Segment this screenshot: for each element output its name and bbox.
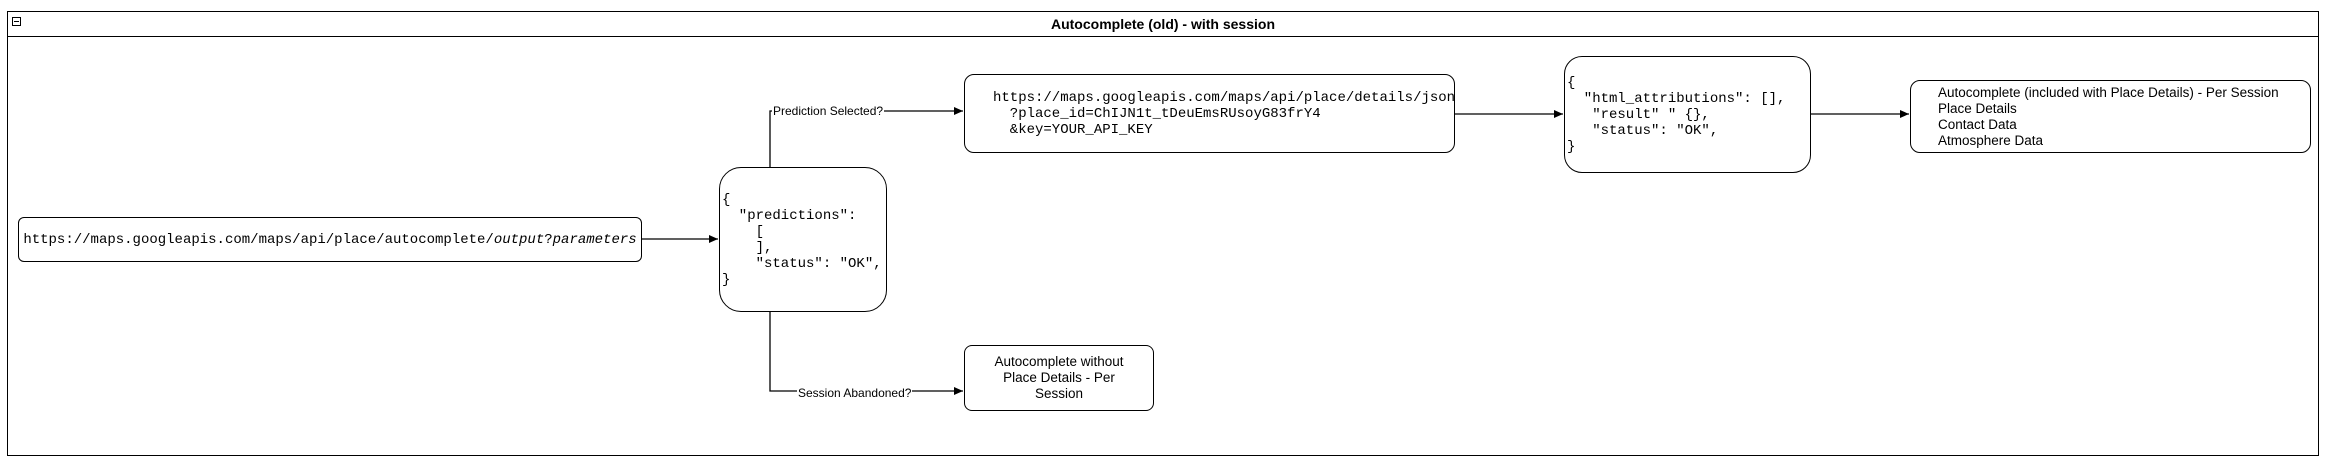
edge-predictions-to-abandoned [769,312,963,395]
node-sku-list: Autocomplete (included with Place Detail… [1910,80,2311,153]
sku-line: Place Details [1938,100,2017,116]
node-predictions-response: { "predictions": [ ], "status": "OK", } [719,167,887,312]
sku-line: Contact Data [1938,116,2017,132]
abandoned-sku-text: Autocomplete without Place Details - Per… [994,354,1124,401]
node-details-response: { "html_attributions": [], "result" " {}… [1564,56,1811,173]
diagram-title: Autocomplete (old) - with session [1050,16,1275,32]
details-json: { "html_attributions": [], "result" " {}… [1567,74,1786,155]
edge-predictions-to-details-request [769,107,963,167]
edge-label-prediction-selected: Prediction Selected? [772,104,885,118]
diagram-container: Autocomplete (old) - with session [7,11,2319,456]
autocomplete-url-output: output [493,231,545,248]
sku-line: Atmosphere Data [1938,132,2044,148]
predictions-json: { "predictions": [ ], "status": "OK", } [722,191,882,288]
collapse-icon[interactable] [12,17,21,26]
autocomplete-url-params: parameters [552,231,637,248]
edge-label-session-abandoned: Session Abandoned? [797,386,913,400]
sku-list: Autocomplete (included with Place Detail… [1938,85,2279,149]
autocomplete-url-prefix: https://maps.googleapis.com/maps/api/pla… [23,231,494,248]
details-url: https://maps.googleapis.com/maps/api/pla… [993,89,1456,138]
sku-line: Autocomplete (included with Place Detail… [1938,84,2279,100]
autocomplete-url-query: ? [544,231,553,248]
node-autocomplete-without-details: Autocomplete without Place Details - Per… [964,345,1154,411]
autocomplete-url: https://maps.googleapis.com/maps/api/pla… [23,232,636,248]
node-autocomplete-request: https://maps.googleapis.com/maps/api/pla… [18,217,642,262]
container-header: Autocomplete (old) - with session [8,12,2318,37]
node-details-request: https://maps.googleapis.com/maps/api/pla… [964,74,1455,153]
